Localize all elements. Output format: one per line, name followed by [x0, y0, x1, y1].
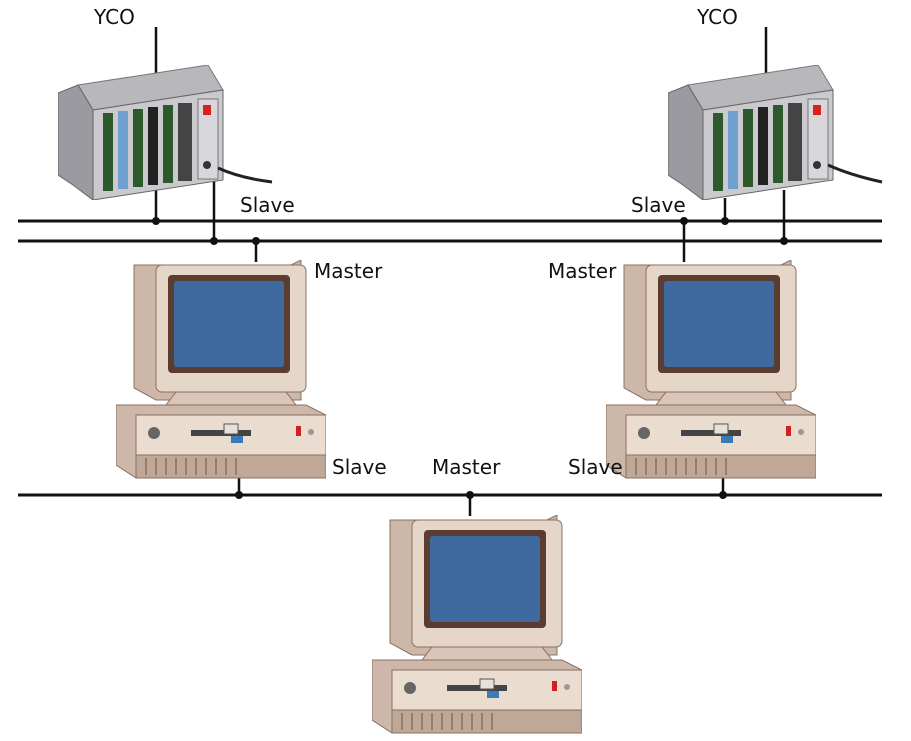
- bus-lines: [18, 219, 882, 497]
- junction-dot: [780, 237, 788, 245]
- junction-dot: [719, 491, 727, 499]
- junction-dot: [152, 217, 160, 225]
- pc-master-bottom: [372, 515, 582, 734]
- label-slave-pc-left: Slave: [332, 455, 387, 479]
- pc-master-left: [116, 260, 326, 479]
- junction-dot: [210, 237, 218, 245]
- label-slave-rack-right: Slave: [631, 193, 686, 217]
- pc-master-right: [606, 260, 816, 479]
- junction-dot: [466, 491, 474, 499]
- junction-dot: [680, 217, 688, 225]
- yco-rack-right: [668, 65, 834, 200]
- rack-left-cable: [217, 166, 273, 184]
- junction-dots: [152, 217, 788, 499]
- yco-rack-left: [58, 65, 224, 200]
- label-master-pc-right: Master: [548, 259, 617, 283]
- junction-dot: [235, 491, 243, 499]
- label-master-pc-bottom: Master: [432, 455, 501, 479]
- junction-dot: [721, 217, 729, 225]
- label-slave-rack-left: Slave: [240, 193, 295, 217]
- label-master-pc-left: Master: [314, 259, 383, 283]
- connectors: [154, 27, 786, 516]
- label-yco-right: YCO: [696, 5, 738, 29]
- label-yco-left: YCO: [93, 5, 135, 29]
- rack-right-cable: [827, 163, 883, 184]
- junction-dot: [252, 237, 260, 245]
- label-slave-pc-right: Slave: [568, 455, 623, 479]
